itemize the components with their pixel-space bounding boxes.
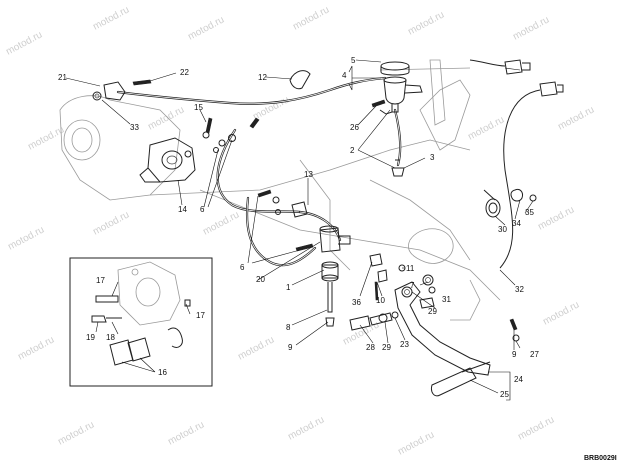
watermark: motod.ru [186, 14, 226, 42]
switch-connector [504, 59, 564, 97]
callout-30: 30 [498, 225, 507, 234]
callout-12: 12 [258, 73, 267, 82]
stop-switch [369, 253, 434, 301]
callout-13: 13 [304, 170, 313, 179]
brake-pedal [349, 281, 520, 397]
frame-outline [59, 59, 501, 321]
watermark: motod.ru [466, 114, 506, 142]
screw-26 [371, 99, 386, 108]
brake-hose-front [116, 76, 387, 105]
callout-19: 19 [86, 333, 95, 342]
watermark: motod.ru [6, 224, 46, 252]
watermark: motod.ru [286, 414, 326, 442]
watermark: motod.ru [341, 319, 381, 347]
callout-28: 28 [366, 343, 375, 352]
watermark: motod.ru [511, 14, 551, 42]
sensor-pin [95, 295, 119, 303]
callout-2: 2 [350, 146, 355, 155]
brake-hose-rear [216, 128, 302, 214]
watermark: motod.ru [16, 334, 56, 362]
callout-labels: 21 22 33 15 14 6 12 4 5 26 2 3 13 6 20 1… [58, 56, 617, 462]
callout-1: 1 [286, 283, 291, 292]
hose-clamp [391, 159, 405, 177]
master-cylinder [257, 189, 351, 327]
watermark: motod.ru [91, 4, 131, 32]
callout-33: 33 [130, 123, 139, 132]
callout-25: 25 [500, 390, 509, 399]
callout-17-left: 17 [96, 276, 105, 285]
callout-24: 24 [514, 375, 523, 384]
callout-9-right: 9 [512, 350, 517, 359]
callout-4: 4 [342, 71, 347, 80]
callout-29-right: 29 [428, 307, 437, 316]
callout-6-lower: 6 [240, 263, 245, 272]
callout-9-left: 9 [288, 343, 293, 352]
watermark: motod.ru [26, 124, 66, 152]
callout-6-upper: 6 [200, 205, 205, 214]
brake-caliper [139, 137, 196, 183]
brake-lines [116, 59, 541, 269]
callout-18: 18 [106, 333, 115, 342]
callout-15: 15 [194, 103, 203, 112]
brake-pads-left [109, 339, 134, 366]
reference-code: BRB0029I [584, 455, 617, 462]
callout-20: 20 [256, 275, 265, 284]
leader-lines [65, 59, 534, 401]
bolts [202, 117, 260, 153]
bolt-22 [132, 79, 152, 86]
watermark: motod.ru [251, 94, 291, 122]
callout-36: 36 [352, 298, 361, 307]
sensor-cable [499, 89, 541, 269]
watermark: motod.ru [291, 4, 331, 32]
watermark: motod.ru [236, 334, 276, 362]
brake-fluid-reservoir [371, 61, 423, 115]
callout-32: 32 [515, 285, 524, 294]
callout-16: 16 [158, 368, 167, 377]
watermark: motod.ru [556, 104, 596, 132]
callout-10: 10 [376, 296, 385, 305]
watermark: motod.ru [91, 209, 131, 237]
watermark: motod.ru [541, 299, 581, 327]
callout-21: 21 [58, 73, 67, 82]
hose-clip [289, 70, 311, 90]
watermark: motod.ru [396, 429, 436, 457]
callout-29-left: 29 [382, 343, 391, 352]
callout-26: 26 [350, 123, 359, 132]
callout-22: 22 [180, 68, 189, 77]
callout-8: 8 [286, 323, 291, 332]
watermark: motod.ru [56, 419, 96, 447]
inset-detail-box [69, 257, 213, 387]
callout-17-right: 17 [196, 311, 205, 320]
callout-5: 5 [351, 56, 356, 65]
brake-pads-right [127, 337, 151, 362]
watermark: motod.ru [536, 204, 576, 232]
watermark: motod.ru [201, 209, 241, 237]
callout-35: 35 [525, 208, 534, 217]
callout-14: 14 [178, 205, 187, 214]
watermark: motod.ru [166, 419, 206, 447]
callout-11: 11 [406, 264, 415, 273]
spring-clip [167, 327, 183, 348]
callout-31: 31 [442, 295, 451, 304]
sensor-bracket [92, 79, 152, 101]
watermark: motod.ru [4, 29, 44, 57]
callout-27: 27 [530, 350, 539, 359]
switch-cable [469, 59, 506, 67]
callout-23: 23 [400, 340, 409, 349]
callout-7: 7 [410, 281, 415, 290]
callout-3: 3 [430, 153, 435, 162]
watermark: motod.ru [406, 9, 446, 37]
watermark: motod.ru [516, 414, 556, 442]
callout-34: 34 [512, 219, 521, 228]
